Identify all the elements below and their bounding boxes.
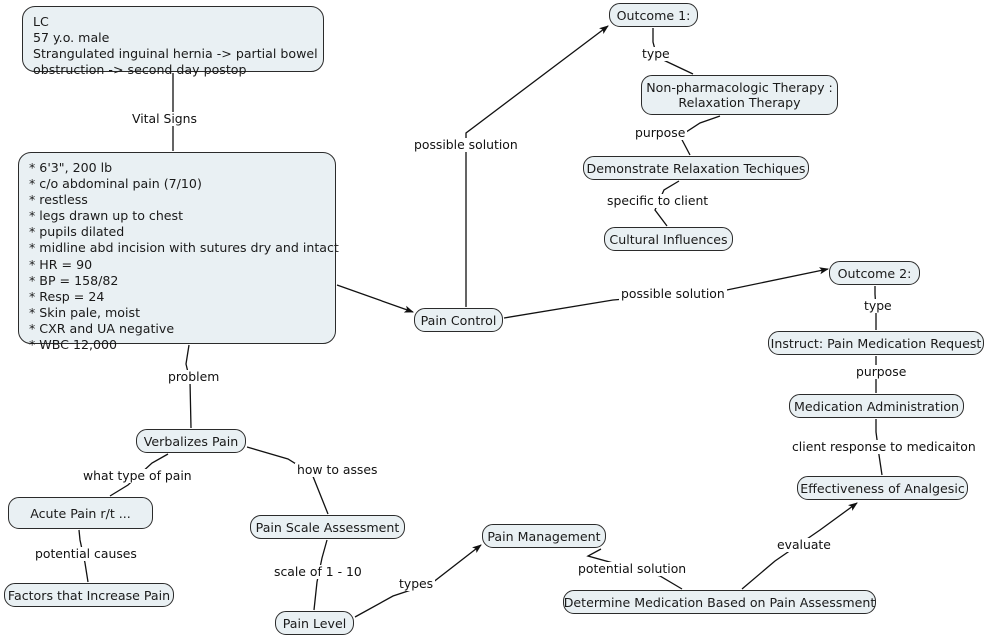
node-determine-medication-based-on-pain-assessment[interactable]: Determine Medication Based on Pain Asses… [563,590,876,614]
node-pain-level[interactable]: Pain Level [275,611,354,635]
node-pain-management[interactable]: Pain Management [482,524,606,548]
node-verbalizes-pain[interactable]: Verbalizes Pain [136,429,246,453]
edge-edge-problem [185,344,192,429]
node-outcome-1[interactable]: Outcome 1: [609,3,698,27]
edge-label-edge-vital-signs: Vital Signs [130,111,199,126]
node-factors-that-increase-pain[interactable]: Factors that Increase Pain [4,583,174,607]
edge-edge-how-to-asses [246,446,329,515]
node-non-pharmacologic-therapy[interactable]: Non-pharmacologic Therapy : Relaxation T… [641,75,838,115]
edge-label-edge-potential-solution: potential solution [576,561,689,576]
edge-label-edge-types: types [397,576,436,591]
edge-label-edge-how-to-asses: how to asses [295,462,380,477]
node-acute-pain-rt[interactable]: Acute Pain r/t ... [8,497,153,529]
edge-label-edge-specific-to-client: specific to client [605,193,711,208]
node-pain-scale-assessment[interactable]: Pain Scale Assessment [250,515,405,539]
edge-label-edge-type-2: type [862,298,894,313]
edge-label-edge-scale-of-1-10: scale of 1 - 10 [272,564,364,579]
node-vital-signs-list[interactable]: * 6'3", 200 lb * c/o abdominal pain (7/1… [18,152,339,352]
edge-label-edge-purpose-1: purpose [633,125,688,140]
node-patient-info[interactable]: LC 57 y.o. male Strangulated inguinal he… [22,6,324,77]
edge-label-edge-purpose-2: purpose [854,364,909,379]
edge-label-edge-type-1: type [640,46,672,61]
edge-label-edge-potential-causes: potential causes [33,546,139,561]
node-medication-administration[interactable]: Medication Administration [789,394,964,418]
edge-label-edge-possible-solution-outcome-2: possible solution [619,286,727,301]
edge-label-edge-evaluate: evaluate [775,537,833,552]
edge-label-edge-client-response: client response to medicaiton [790,439,978,454]
node-outcome-2[interactable]: Outcome 2: [829,261,920,285]
edge-label-edge-problem: problem [166,369,222,384]
node-instruct-pain-medication-request[interactable]: Instruct: Pain Medication Request [768,331,984,355]
node-effectiveness-of-analgesic[interactable]: Effectiveness of Analgesic [797,476,968,500]
node-demonstrate-relaxation-techiques[interactable]: Demonstrate Relaxation Techiques [583,156,809,180]
edge-label-edge-possible-solution-outcome-1: possible solution [412,137,520,152]
node-pain-control[interactable]: Pain Control [414,308,503,332]
edge-label-edge-what-type-of-pain: what type of pain [81,468,194,483]
node-cultural-influences[interactable]: Cultural Influences [604,227,733,251]
edge-edge-vitals-to-pain-control [336,284,414,313]
